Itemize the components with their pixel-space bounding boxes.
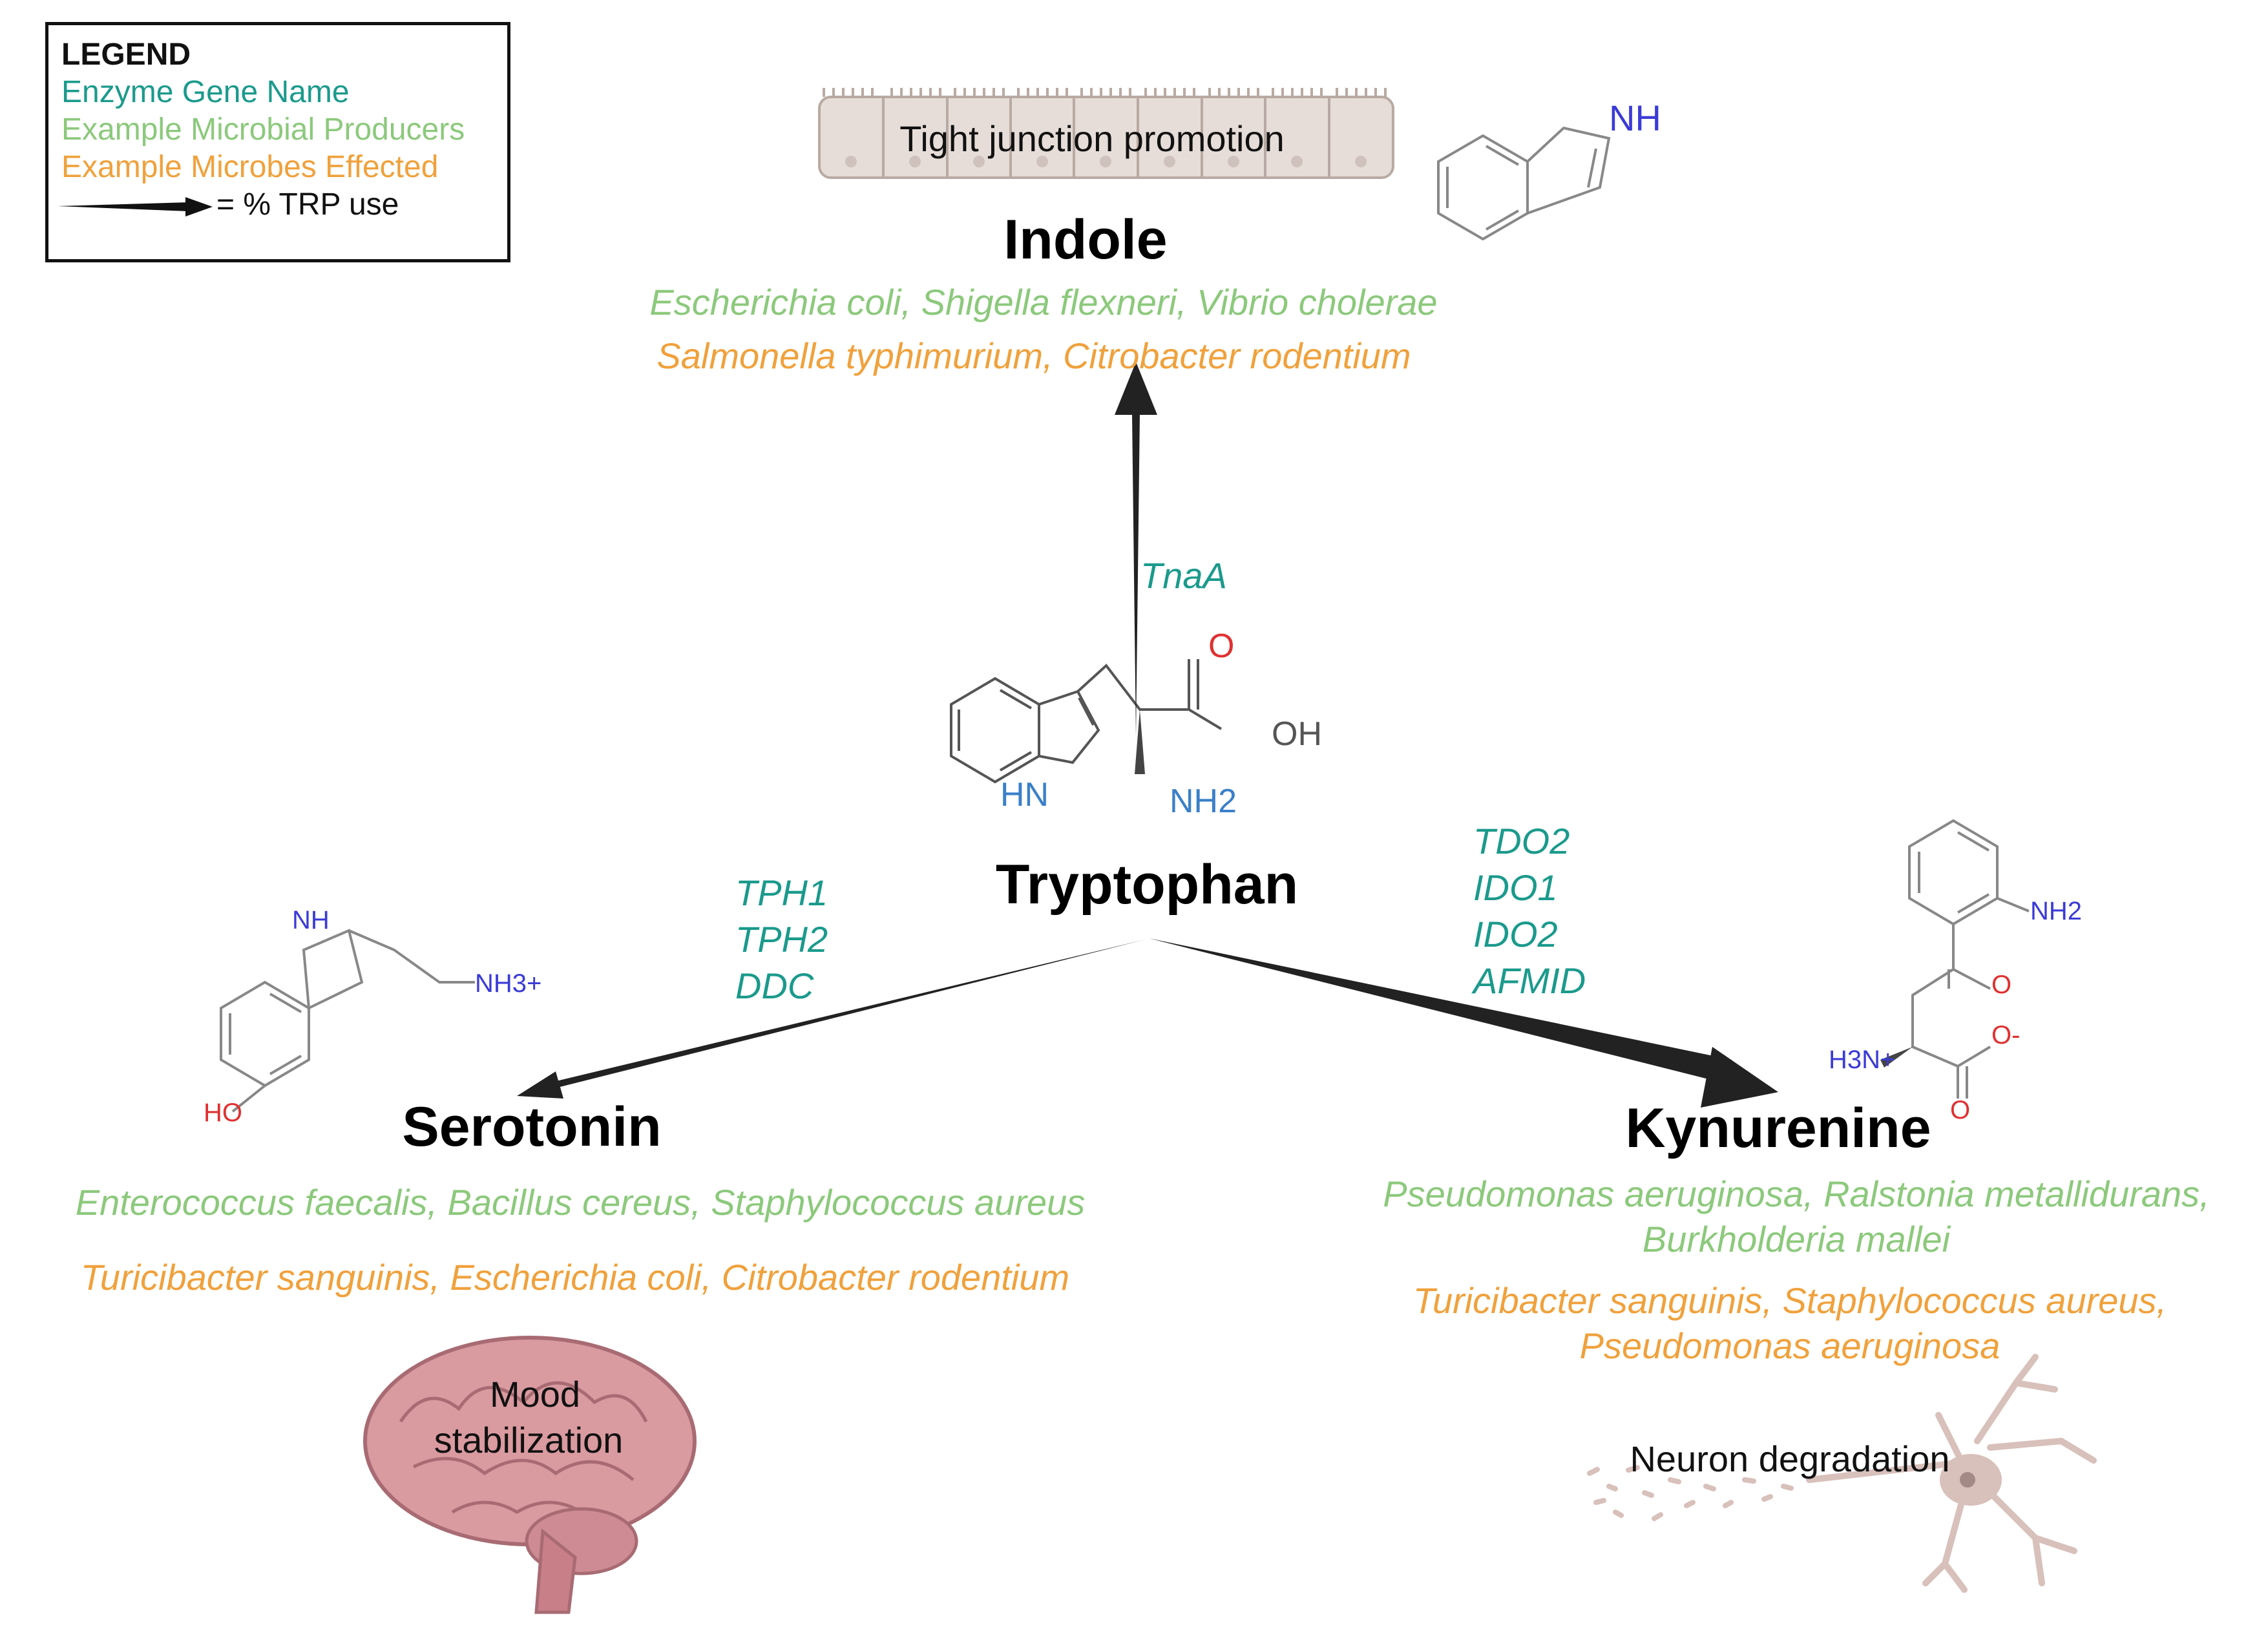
trp-hn-label: HN — [1000, 776, 1049, 814]
kyn-o-minus-label: O- — [1991, 1021, 2021, 1049]
epithelium-illustration — [818, 88, 1394, 179]
kyn-ketone-o-label: O — [1991, 971, 2012, 999]
trp-o-label: O — [1208, 627, 1235, 665]
legend-arrow-label: = % TRP use — [216, 187, 399, 222]
legend-enzyme: Enzyme Gene Name — [61, 75, 350, 109]
indole-producers: Escherichia coli, Shigella flexneri, Vib… — [649, 282, 1438, 322]
legend-arrow-icon — [58, 197, 213, 216]
serotonin-nh-label: NH — [292, 906, 330, 934]
kyn-nh2-label: NH2 — [2030, 897, 2083, 925]
indole-title: Indole — [1003, 209, 1168, 271]
enzyme-ddc: DDC — [735, 965, 814, 1006]
kyn-h3n-label: H3N+ — [1829, 1046, 1896, 1074]
tryptophan-structure — [950, 659, 1223, 784]
indole-effect: Tight junction promotion — [899, 118, 1285, 159]
kynurenine-title: Kynurenine — [1625, 1097, 1931, 1159]
enzyme-tnaa: TnaA — [1140, 555, 1227, 596]
enzyme-afmid: AFMID — [1473, 960, 1586, 1001]
serotonin-effect-line2: stabilization — [434, 1420, 624, 1460]
tryptophan-title: Tryptophan — [995, 854, 1299, 916]
kyn-acid-o-label: O — [1950, 1096, 1971, 1124]
enzyme-ido1: IDO1 — [1473, 867, 1558, 908]
indole-structure — [1437, 126, 1611, 241]
kynurenine-producers-line2: Burkholderia mallei — [1642, 1219, 1951, 1259]
indole-effected: Salmonella typhimurium, Citrobacter rode… — [656, 335, 1411, 376]
indole-nh-label: NH — [1609, 98, 1661, 138]
pathway-arrows — [517, 362, 1778, 1108]
legend-effected: Example Microbes Effected — [61, 150, 439, 184]
serotonin-effected: Turicibacter sanguinis, Escherichia coli… — [80, 1257, 1070, 1298]
legend-title: LEGEND — [61, 37, 191, 72]
legend-producers: Example Microbial Producers — [61, 112, 465, 147]
kynurenine-producers-line1: Pseudomonas aeruginosa, Ralstonia metall… — [1383, 1174, 2210, 1214]
serotonin-title: Serotonin — [402, 1096, 662, 1158]
serotonin-producers: Enterococcus faecalis, Bacillus cereus, … — [75, 1182, 1086, 1223]
kynurenine-structure — [1880, 819, 2030, 1099]
kynurenine-effect: Neuron degradation — [1630, 1438, 1950, 1479]
serotonin-ho-label: HO — [204, 1099, 242, 1127]
trp-nh2-label: NH2 — [1170, 783, 1237, 820]
trp-oh-label: OH — [1272, 715, 1322, 753]
enzyme-tdo2: TDO2 — [1473, 821, 1570, 861]
kynurenine-effected-line2: Pseudomonas aeruginosa — [1579, 1325, 2000, 1366]
kynurenine-effected-line1: Turicibacter sanguinis, Staphylococcus a… — [1412, 1280, 2167, 1321]
brain-illustration — [363, 1336, 697, 1614]
serotonin-nh3-label: NH3+ — [475, 969, 542, 998]
enzyme-tph2: TPH2 — [735, 919, 828, 960]
enzyme-tph1: TPH1 — [735, 872, 828, 913]
neuron-illustration — [1587, 1354, 2097, 1593]
enzyme-ido2: IDO2 — [1473, 914, 1558, 954]
serotonin-effect-line1: Mood — [489, 1374, 581, 1415]
legend: LEGEND Enzyme Gene Name Example Microbia… — [45, 22, 510, 262]
serotonin-structure — [220, 929, 475, 1113]
